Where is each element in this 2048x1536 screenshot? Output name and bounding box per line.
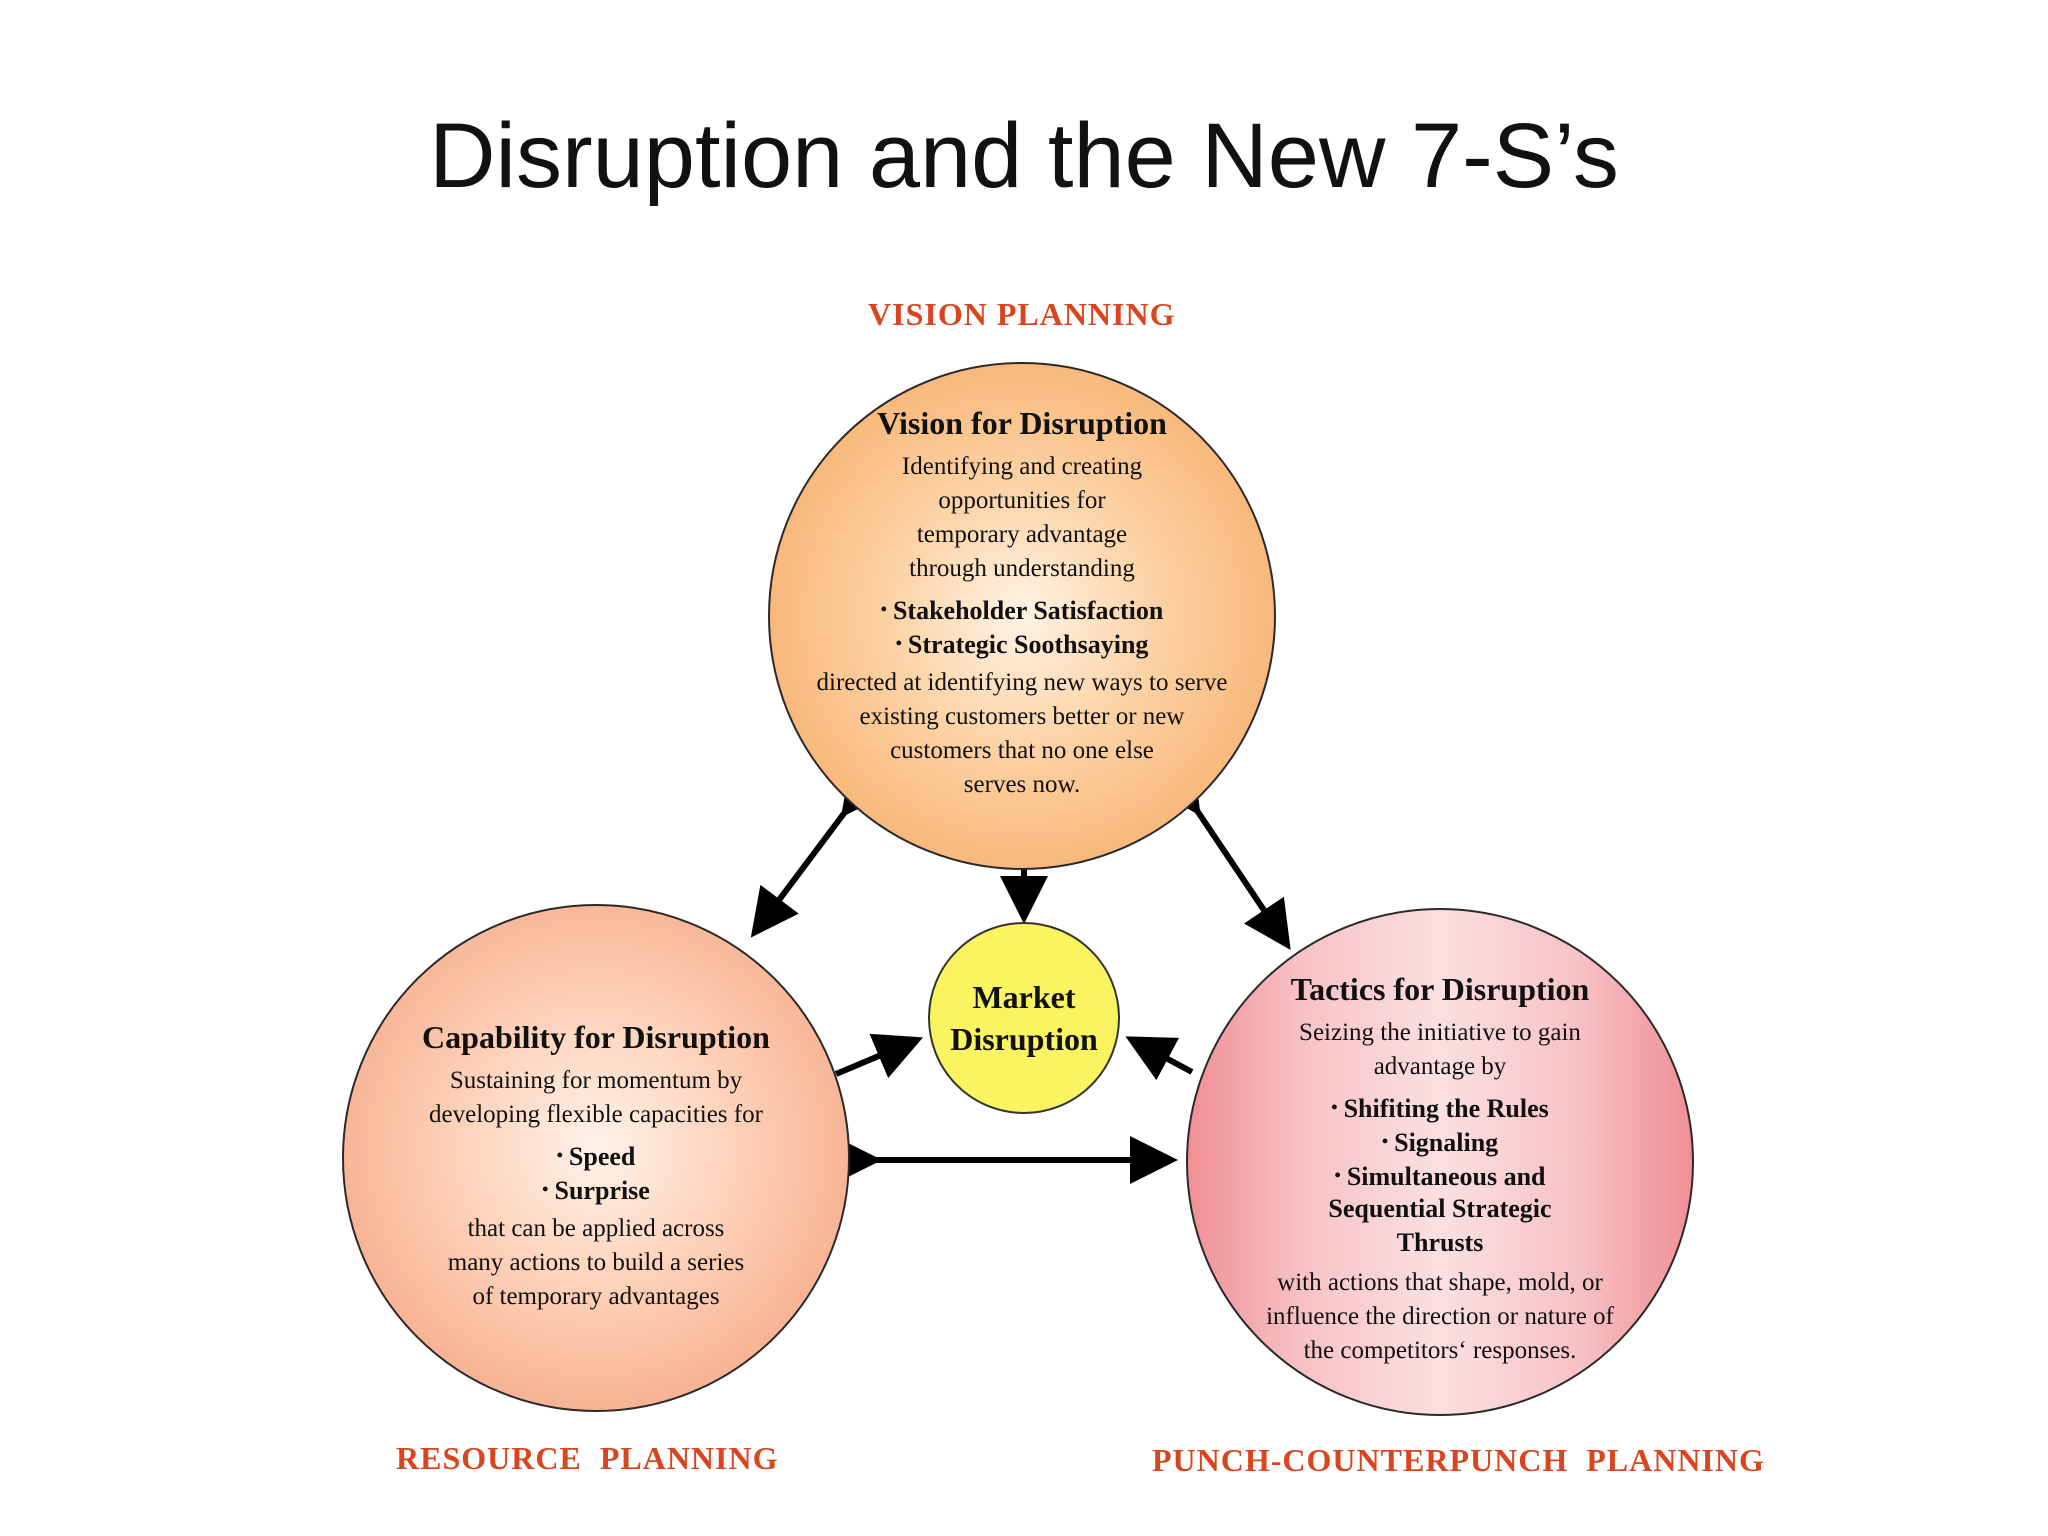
bullet-glyph: • — [1331, 1097, 1338, 1117]
vision-bullet-1: •Stakeholder Satisfaction — [770, 592, 1274, 628]
circle-vision-for-disruption: Vision for Disruption Identifying and cr… — [768, 362, 1276, 870]
tactics-bullet-3-cont-1: Sequential Strategic — [1328, 1194, 1552, 1223]
tactics-bullet-1-text: Shifiting the Rules — [1343, 1094, 1549, 1123]
tactics-heading: Tactics for Disruption — [1290, 971, 1590, 1007]
capability-bullet-2: •Surprise — [344, 1172, 848, 1208]
bullet-glyph: • — [1334, 1165, 1341, 1185]
tactics-intro-2: advantage by — [1373, 1053, 1507, 1080]
vision-heading: Vision for Disruption — [877, 405, 1167, 441]
capability-outro-2: many actions to build a series — [447, 1249, 745, 1276]
arrow-tactics-market — [1125, 1036, 1194, 1081]
vision-intro-4: through understanding — [909, 555, 1135, 582]
slide-title: Disruption and the New 7-S’s — [429, 105, 1619, 207]
capability-bullet-2-text: Surprise — [554, 1176, 650, 1205]
arrow-capability-market — [834, 1033, 924, 1079]
label-resource-planning: RESOURCE PLANNING — [396, 1440, 779, 1476]
tactics-bullet-2: •Signaling — [1188, 1124, 1692, 1160]
tactics-outro-3: the competitors‘ responses. — [1303, 1337, 1577, 1364]
tactics-bullet-3-text: Simultaneous and — [1346, 1162, 1546, 1191]
market-label: Market Disruption — [930, 976, 1118, 1060]
tactics-outro-2: influence the direction or nature of — [1266, 1303, 1614, 1330]
capability-outro-3: of temporary advantages — [472, 1283, 720, 1310]
vision-intro-1: Identifying and creating — [901, 453, 1143, 480]
arrow-vision-tactics — [1154, 762, 1291, 950]
tactics-bullet-2-text: Signaling — [1394, 1128, 1499, 1157]
circle-capability-for-disruption: Capability for Disruption Sustaining for… — [342, 904, 850, 1412]
vision-bullet-1-text: Stakeholder Satisfaction — [892, 596, 1164, 625]
tactics-bullet-3: •Simultaneous and — [1188, 1158, 1692, 1194]
capability-intro-2: developing flexible capacities for — [429, 1101, 763, 1128]
tactics-bullet-3-cont-2: Thrusts — [1396, 1228, 1484, 1257]
market-line-1: Market — [972, 979, 1076, 1015]
circle-market-disruption: Market Disruption — [928, 922, 1120, 1114]
arrow-vision-capability — [750, 764, 889, 938]
vision-outro-4: serves now. — [963, 771, 1081, 798]
label-punch-counterpunch-planning: PUNCH-COUNTERPUNCH PLANNING — [1152, 1442, 1765, 1478]
tactics-outro-1: with actions that shape, mold, or — [1277, 1269, 1603, 1296]
bullet-glyph: • — [556, 1145, 563, 1165]
tactics-intro-1: Seizing the initiative to gain — [1299, 1019, 1581, 1046]
vision-bullet-2-text: Strategic Soothsaying — [907, 630, 1149, 659]
vision-outro-1: directed at identifying new ways to serv… — [816, 669, 1228, 696]
vision-outro-3: customers that no one else — [890, 737, 1154, 764]
market-line-2: Disruption — [950, 1021, 1098, 1057]
bullet-glyph: • — [880, 599, 887, 619]
vision-intro-2: opportunities for — [938, 487, 1106, 514]
capability-heading: Capability for Disruption — [422, 1019, 770, 1055]
vision-intro-3: temporary advantage — [916, 521, 1128, 548]
tactics-bullet-1: •Shifiting the Rules — [1188, 1090, 1692, 1126]
capability-intro-1: Sustaining for momentum by — [449, 1067, 743, 1094]
vision-outro-2: existing customers better or new — [859, 703, 1185, 730]
vision-bullet-2: •Strategic Soothsaying — [770, 626, 1274, 662]
label-vision-planning: VISION PLANNING — [868, 296, 1176, 332]
circle-tactics-for-disruption: Tactics for Disruption Seizing the initi… — [1186, 908, 1694, 1416]
capability-bullet-1: •Speed — [344, 1138, 848, 1174]
bullet-glyph: • — [1381, 1131, 1389, 1151]
bullet-glyph: • — [542, 1179, 549, 1199]
bullet-glyph: • — [895, 633, 902, 653]
capability-bullet-1-text: Speed — [568, 1142, 636, 1171]
capability-outro-1: that can be applied across — [467, 1215, 725, 1242]
